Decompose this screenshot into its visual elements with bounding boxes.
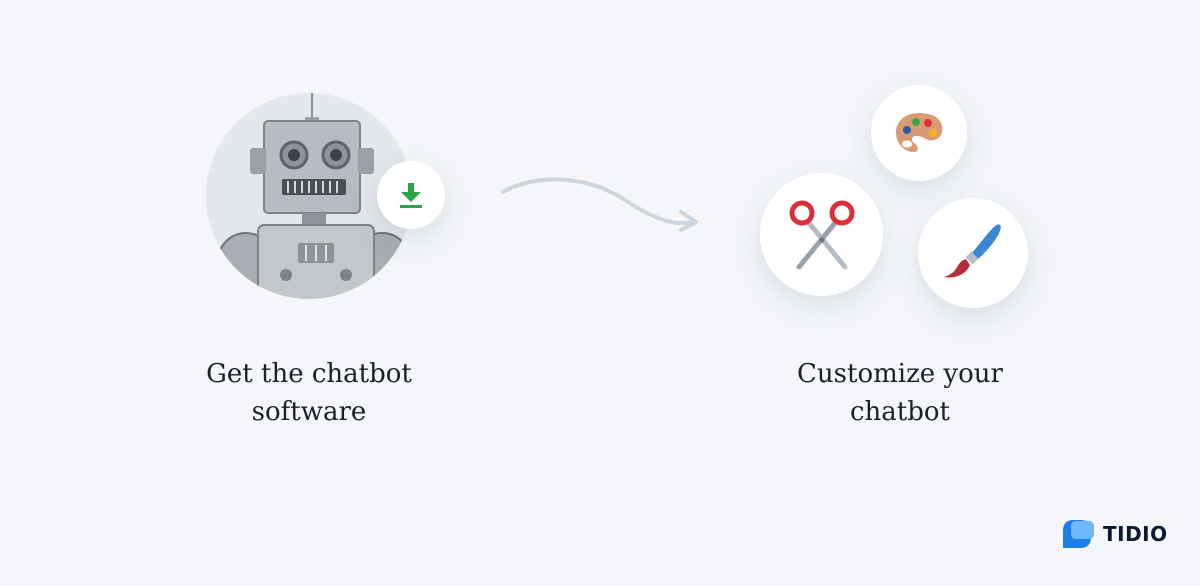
step1-caption: Get the chatbot software [159,355,459,431]
arrow-icon [501,177,698,232]
paintbrush-icon [944,224,1001,278]
step1-line2: software [251,397,367,427]
scissors-badge [760,173,883,296]
scissors-icon [789,200,854,269]
paintbrush-badge [918,198,1028,308]
palette-icon [895,113,943,152]
step2-line2: chatbot [849,397,950,427]
step2-line1: Customize your [797,359,1003,389]
brand-logo: TIDIO [1061,518,1168,550]
step1-line1: Get the chatbot [206,359,412,389]
download-badge [377,161,445,229]
download-icon [400,183,422,208]
palette-badge [871,85,967,181]
brand-name: TIDIO [1103,522,1168,546]
step2-caption: Customize your chatbot [750,355,1050,431]
tidio-logo-icon [1063,520,1094,548]
